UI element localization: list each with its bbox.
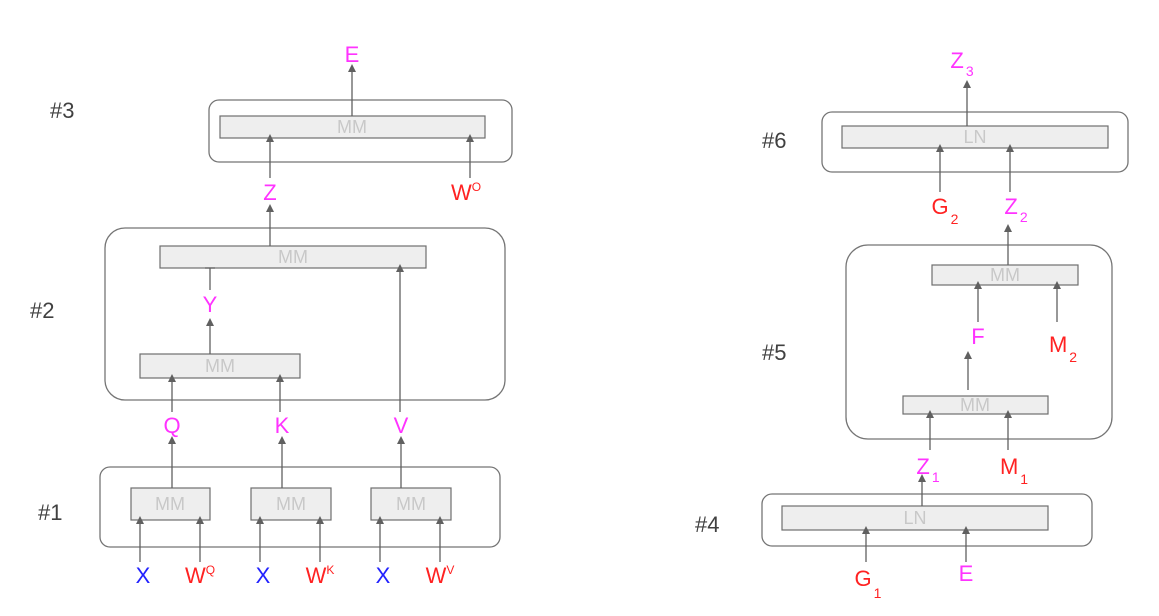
stage-label-3: #3: [50, 98, 74, 123]
stage-label-4: #4: [695, 512, 719, 537]
mm-op-1v-label: MM: [396, 494, 426, 514]
var-WK: WK: [306, 563, 335, 588]
stage-label-6: #6: [762, 128, 786, 153]
var-X-1: X: [136, 563, 151, 588]
mm-op-5b-label: MM: [990, 265, 1020, 285]
var-Z-left: Z: [263, 180, 276, 205]
var-F: F: [971, 324, 984, 349]
mm-op-2b: [159, 245, 427, 269]
left-edges: [136, 64, 474, 562]
var-WQ: WQ: [185, 563, 215, 588]
var-V: V: [394, 413, 409, 438]
mm-op-2b-label: MM: [278, 247, 308, 267]
mm-op-5b: [931, 264, 1079, 286]
stage-label-1: #1: [38, 500, 62, 525]
var-WV: WV: [426, 563, 455, 588]
stage-label-2: #2: [30, 298, 54, 323]
mm-op-5a: [902, 395, 1049, 415]
right-edges: [862, 80, 1061, 562]
mm-op-1q-label: MM: [155, 494, 185, 514]
mm-op-1v: [370, 487, 452, 521]
var-G1: G1: [855, 566, 882, 601]
ln-op-6: [841, 125, 1109, 149]
var-X-2: X: [256, 563, 271, 588]
stage-label-5: #5: [762, 340, 786, 365]
mm-op-1q: [130, 487, 211, 521]
ln-op-4-label: LN: [903, 508, 926, 528]
mm-op-2a-label: MM: [205, 356, 235, 376]
var-Y: Y: [203, 292, 218, 317]
var-E-top: E: [345, 42, 360, 67]
group-5-box: [845, 244, 1113, 440]
var-K: K: [275, 413, 290, 438]
ln-op-4: [781, 505, 1049, 531]
var-E-right: E: [959, 561, 974, 586]
mm-op-3-label: MM: [337, 117, 367, 137]
mm-op-1k: [250, 487, 332, 521]
var-WO: WO: [451, 180, 481, 205]
mm-op-1k-label: MM: [276, 494, 306, 514]
var-X-3: X: [376, 563, 391, 588]
mm-op-2a: [139, 353, 301, 379]
ln-op-6-label: LN: [963, 127, 986, 147]
var-Q: Q: [163, 413, 180, 438]
mm-op-5a-label: MM: [960, 395, 990, 415]
